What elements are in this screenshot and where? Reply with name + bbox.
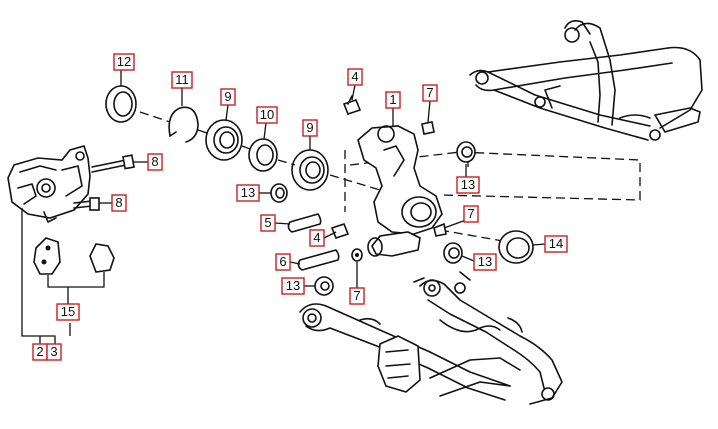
callout-8-upper: 8 [147, 153, 163, 171]
callout-14: 14 [544, 235, 568, 253]
callout-12: 12 [113, 53, 135, 71]
callouts: 1 2 3 4 4 5 6 7 7 7 8 8 9 9 10 11 12 13 … [32, 53, 568, 361]
washer-13-left [270, 183, 288, 203]
bearing-9-right [291, 149, 329, 191]
seal-14 [498, 230, 534, 264]
svg-text:4: 4 [351, 69, 358, 84]
grease-fitting-4-bottom [330, 223, 350, 239]
nut-7-mid [433, 222, 447, 237]
svg-text:15: 15 [61, 304, 75, 319]
svg-text:7: 7 [426, 85, 433, 100]
svg-text:1: 1 [389, 92, 396, 107]
svg-text:13: 13 [241, 185, 255, 200]
snap-ring-11 [168, 106, 199, 143]
callout-7-mid: 7 [463, 205, 479, 223]
washer-13-bottom [314, 276, 334, 296]
nut-7-top [421, 121, 435, 135]
callout-9-left: 9 [220, 88, 236, 106]
svg-text:8: 8 [115, 195, 122, 210]
svg-text:3: 3 [50, 344, 57, 359]
svg-text:2: 2 [36, 344, 43, 359]
callout-5: 5 [260, 214, 276, 232]
svg-text:7: 7 [353, 288, 360, 303]
callout-15: 15 [56, 303, 80, 321]
caliper-bolt-upper [91, 154, 135, 173]
svg-text:9: 9 [224, 89, 231, 104]
callout-7-top: 7 [422, 84, 438, 102]
callout-1: 1 [385, 91, 401, 109]
svg-text:13: 13 [461, 177, 475, 192]
washer-13-right [456, 141, 476, 163]
svg-text:13: 13 [478, 254, 492, 269]
callout-4-bottom: 4 [309, 229, 325, 247]
callout-9-right: 9 [302, 119, 318, 137]
callout-6: 6 [275, 253, 291, 271]
svg-text:14: 14 [549, 236, 563, 251]
callout-7-bottom: 7 [349, 287, 365, 305]
svg-text:13: 13 [286, 278, 300, 293]
callout-13-mid: 13 [473, 253, 497, 271]
svg-text:7: 7 [467, 206, 474, 221]
brake-caliper [7, 145, 91, 223]
grease-fitting-4-top [342, 95, 362, 115]
spacer-ring-10 [248, 138, 278, 172]
callout-2: 2 [32, 343, 48, 361]
brake-pad-left [33, 237, 61, 275]
washer-7-bottom [351, 248, 363, 262]
leader-lines [99, 70, 546, 288]
callout-4-top: 4 [347, 68, 363, 86]
callout-3: 3 [46, 343, 62, 361]
svg-text:4: 4 [313, 230, 320, 245]
caliper-bolt-lower [73, 197, 100, 211]
callout-8-lower: 8 [111, 194, 127, 212]
callout-13-right: 13 [456, 176, 480, 194]
svg-text:10: 10 [260, 107, 274, 122]
svg-text:11: 11 [175, 72, 189, 87]
svg-text:8: 8 [151, 154, 158, 169]
callout-13-bottom: 13 [281, 277, 305, 295]
svg-text:9: 9 [306, 120, 313, 135]
svg-text:12: 12 [117, 54, 131, 69]
lower-suspension-arm-assembly [299, 271, 563, 405]
callout-10: 10 [256, 106, 278, 124]
pin-5 [287, 213, 322, 233]
callout-13-left: 13 [236, 184, 260, 202]
bearing-9-left [205, 119, 243, 161]
svg-text:6: 6 [279, 254, 286, 269]
pin-6 [297, 249, 340, 271]
washer-13-mid [443, 242, 463, 264]
callout-11: 11 [171, 71, 193, 89]
steering-knuckle [357, 125, 443, 257]
svg-text:5: 5 [264, 215, 271, 230]
brake-pad-right [89, 243, 115, 273]
upper-suspension-arm-assembly [469, 20, 703, 141]
seal-ring-12 [105, 85, 137, 123]
